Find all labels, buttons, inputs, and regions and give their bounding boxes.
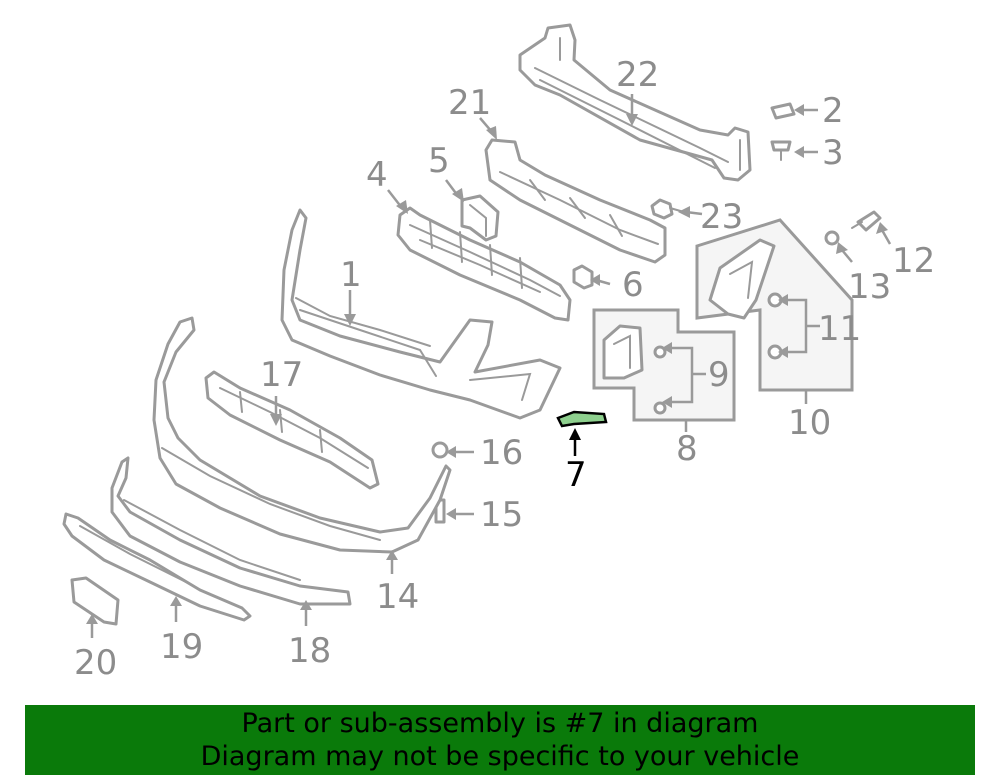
part-20-plate-bracket <box>70 576 120 626</box>
callout-numbers: 22 2 21 3 5 4 23 12 1 6 13 11 9 17 10 8 … <box>74 55 935 683</box>
part-17-lower-bracket <box>204 370 380 490</box>
part-16-clip <box>431 441 449 459</box>
callout-7: 7 <box>565 455 587 495</box>
part-19-skid-plate <box>62 512 252 622</box>
banner-line-1: Part or sub-assembly is #7 in diagram <box>241 708 759 739</box>
callout-20: 20 <box>74 643 117 683</box>
callout-1: 1 <box>340 255 362 295</box>
callout-4: 4 <box>366 155 388 195</box>
part-4-upper-bracket <box>396 206 572 322</box>
callout-5: 5 <box>428 141 450 181</box>
part-23-bolt <box>650 198 685 220</box>
leader-lines <box>86 94 892 638</box>
banner-line-2: Diagram may not be specific to your vehi… <box>200 741 800 772</box>
parts-diagram: 22 2 21 3 5 4 23 12 1 6 13 11 9 17 10 8 … <box>62 23 935 683</box>
callout-16: 16 <box>480 433 523 473</box>
callout-12: 12 <box>892 241 935 281</box>
part-3-screw <box>770 140 792 161</box>
callout-19: 19 <box>160 627 203 667</box>
callout-23: 23 <box>700 197 743 237</box>
part-7-trim-strip <box>556 410 608 428</box>
callout-21: 21 <box>448 83 491 123</box>
part-14-lower-bumper <box>152 316 452 554</box>
part-21-energy-absorber <box>484 138 667 264</box>
callout-11: 11 <box>818 309 861 349</box>
callout-14: 14 <box>376 577 419 617</box>
callout-8: 8 <box>676 429 698 469</box>
part-22-reinforcement-bar <box>518 23 752 182</box>
part-1-bumper-cover <box>280 208 562 420</box>
callout-18: 18 <box>288 631 331 671</box>
info-banner: Part or sub-assembly is #7 in diagram Di… <box>25 705 975 775</box>
callout-2: 2 <box>822 91 844 131</box>
part-6-clip <box>572 264 594 290</box>
part-10-panel <box>695 218 854 392</box>
callout-22: 22 <box>616 55 659 95</box>
part-18-lower-trim <box>110 456 352 606</box>
callout-6: 6 <box>622 265 644 305</box>
callout-17: 17 <box>260 355 303 395</box>
part-13-washer <box>824 230 840 246</box>
callout-10: 10 <box>788 403 831 443</box>
callout-15: 15 <box>480 495 523 535</box>
part-2-nut <box>770 102 796 120</box>
leader-7 <box>569 428 581 456</box>
part-5-bracket <box>460 194 500 242</box>
callout-9: 9 <box>708 355 730 395</box>
callout-13: 13 <box>848 267 891 307</box>
callout-3: 3 <box>822 133 844 173</box>
part-8-panel <box>592 308 736 422</box>
part-12-bolt <box>851 210 882 232</box>
